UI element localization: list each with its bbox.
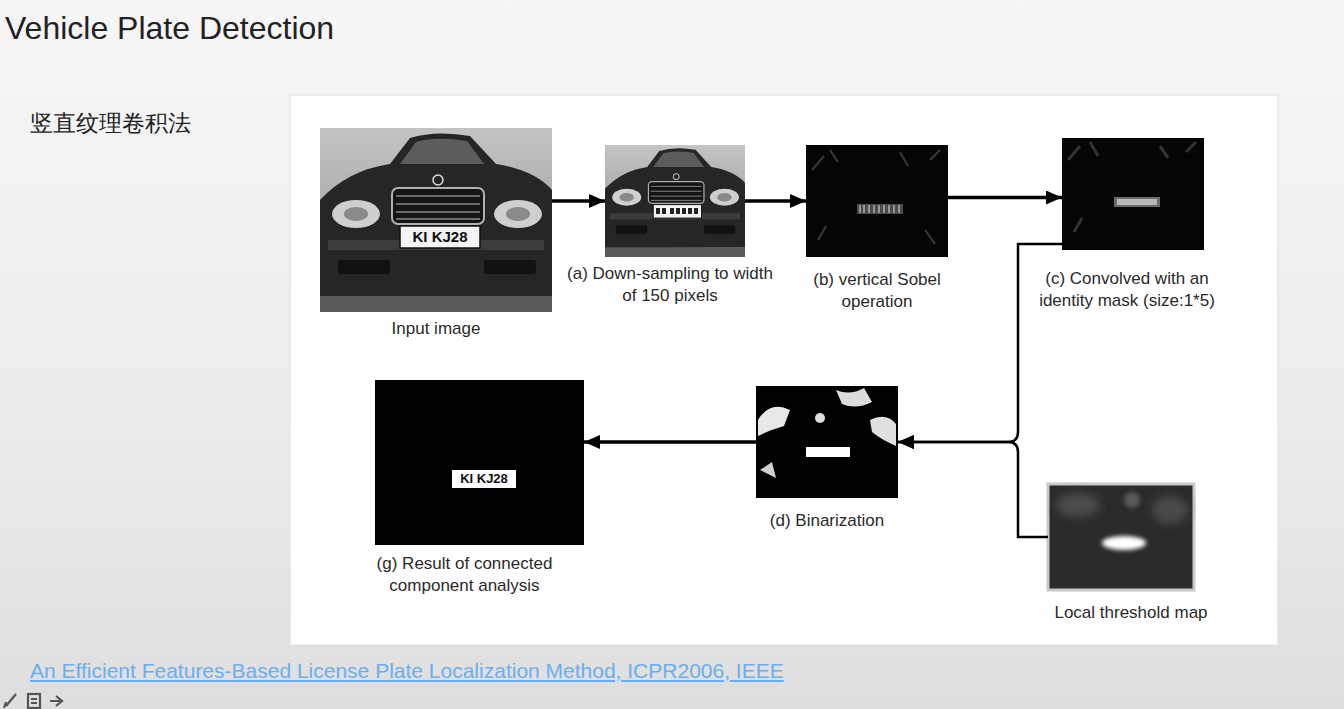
image-panel: (b) vertical Sobel operation [806,145,948,257]
flow-arrow [948,196,1062,200]
image-caption: (g) Result of connected component analys… [350,553,580,597]
image-panel: (c) Convolved with an identity mask (siz… [1062,138,1204,250]
image-panel: (d) Binarization [756,386,898,498]
flow-arrow [898,442,1048,537]
plate-text: KI KJ28 [400,226,480,248]
slide-title: Vehicle Plate Detection [5,10,334,47]
flow-arrow [552,199,605,203]
image-caption: (a) Down-sampling to width of 150 pixels [565,263,775,307]
image-panel: (a) Down-sampling to width of 150 pixels [605,145,745,257]
image-panel: (g) Result of connected component analys… [375,380,584,545]
image-panel: Input image [320,128,552,312]
image-caption: (c) Convolved with an identity mask (siz… [1027,268,1227,312]
image-caption: Input image [336,318,536,340]
image-caption: Local threshold map [1031,602,1231,624]
flow-arrow [584,440,756,444]
reference-link: An Efficient Features-Based License Plat… [30,659,784,683]
method-label: 竖直纹理卷积法 [30,108,191,139]
image-caption: (d) Binarization [737,510,917,532]
flow-arrow [745,199,806,203]
plate-text: KI KJ28 [452,470,516,488]
image-caption: (b) vertical Sobel operation [797,269,957,313]
image-panel: Local threshold map [1048,484,1194,590]
